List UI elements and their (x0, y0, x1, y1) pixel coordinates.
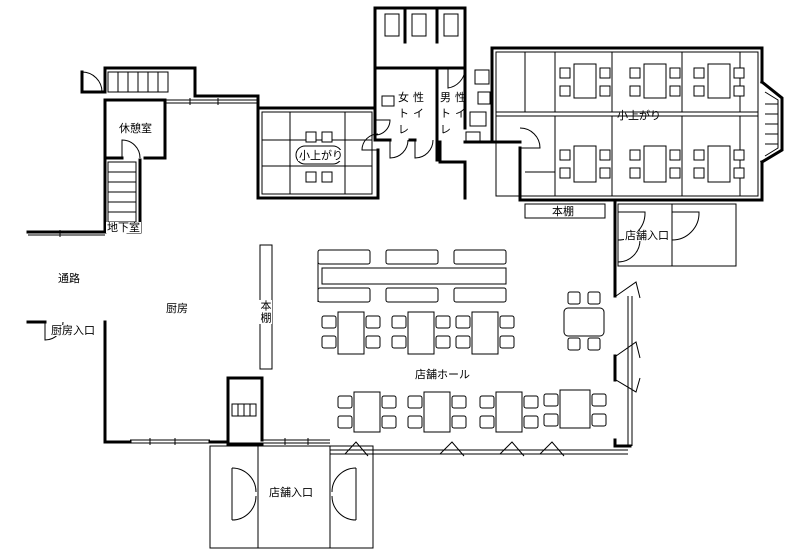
label-bookshelf-vertical: 本棚 (259, 300, 272, 324)
tatami-tables (295, 63, 745, 183)
label-tatami-large: 小上がり (617, 109, 661, 122)
label-store-entrance-bottom: 店舗入口 (268, 486, 314, 499)
hall-tables (337, 307, 605, 433)
label-kitchen-entrance: 厨房入口 (50, 324, 96, 337)
label-store-entrance-right: 店舗入口 (624, 229, 670, 242)
doors (44, 68, 700, 521)
window-ticks (59, 98, 309, 445)
label-passage: 通路 (58, 272, 80, 285)
label-men-toilet: 男性トイレ (440, 91, 470, 136)
label-rest-room: 休憩室 (119, 122, 152, 135)
interior-lines (28, 13, 759, 549)
label-bookshelf-horizontal: 本棚 (552, 205, 574, 218)
bay-window (759, 79, 784, 165)
label-women-toilet: 女性トイレ (398, 91, 428, 136)
chairs (321, 291, 607, 429)
label-kitchen: 厨房 (166, 302, 188, 315)
label-store-hall: 店舗ホール (415, 368, 470, 381)
sofas (317, 249, 507, 303)
label-basement: 地下室 (106, 221, 141, 234)
label-tatami-small: 小上がり (298, 149, 344, 162)
